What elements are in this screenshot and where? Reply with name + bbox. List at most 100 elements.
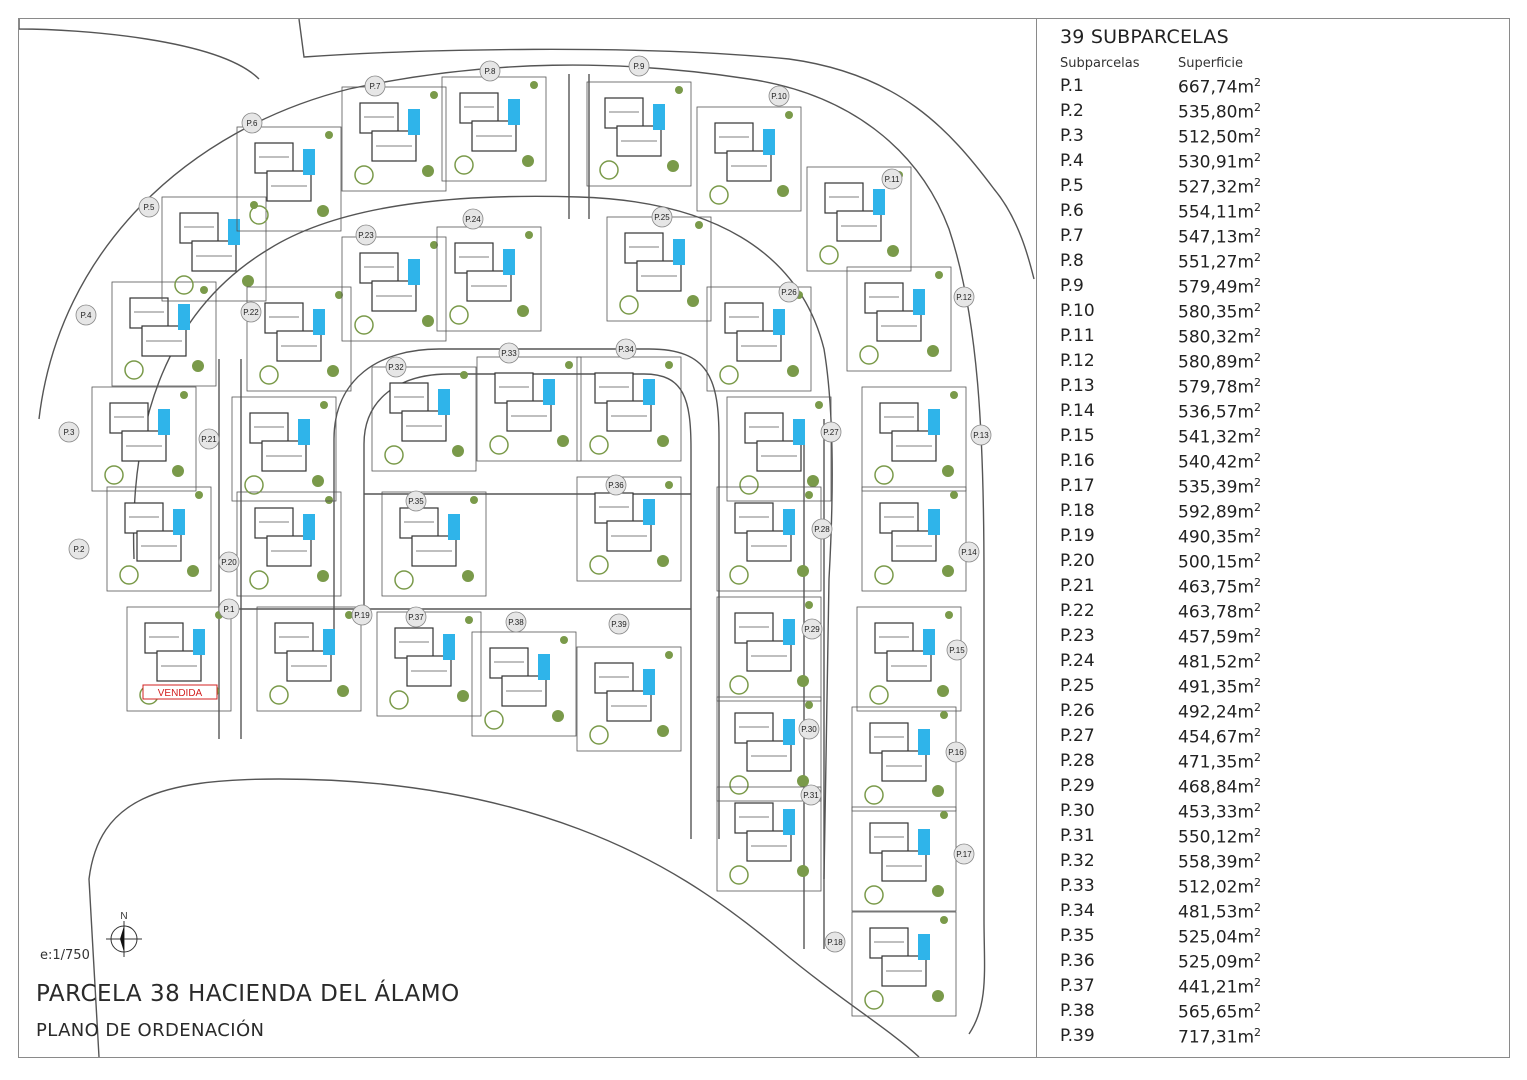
area-unit-exponent: 2 (1254, 126, 1262, 139)
plot-id: P.30 (1060, 801, 1095, 821)
area-unit: m (1237, 577, 1255, 598)
plot-tag-label: P.1 (224, 605, 236, 614)
plot-p2 (106, 486, 212, 592)
plot-p26 (706, 286, 812, 392)
plot-id: P.29 (1060, 776, 1095, 796)
plot-tag: P.35 (405, 490, 427, 512)
plot-area-value: 547,13 (1178, 227, 1238, 248)
area-unit: m (1237, 1027, 1255, 1048)
area-unit-exponent: 2 (1254, 226, 1262, 239)
area-unit: m (1237, 927, 1255, 948)
plot-tag: P.1 (218, 598, 240, 620)
plot-tag-label: P.24 (465, 215, 481, 224)
plot-tag-label: P.3 (64, 428, 76, 437)
plot-tag: P.18 (824, 931, 846, 953)
area-unit: m (1237, 227, 1255, 248)
plot-id: P.5 (1060, 176, 1084, 196)
plot-area-value: 536,57 (1178, 402, 1238, 423)
plot-tag: P.33 (498, 342, 520, 364)
plot-tag: P.13 (970, 424, 992, 446)
plot-p30 (716, 696, 822, 802)
plot-area-value: 558,39 (1178, 852, 1238, 873)
plot-area: 441,21m2 (1178, 976, 1261, 998)
plot-area: 481,52m2 (1178, 651, 1261, 673)
plot-area: 536,57m2 (1178, 401, 1261, 423)
area-unit-exponent: 2 (1254, 676, 1262, 689)
area-unit-exponent: 2 (1254, 601, 1262, 614)
plot-id: P.12 (1060, 351, 1095, 371)
area-unit-exponent: 2 (1254, 326, 1262, 339)
plot-id: P.25 (1060, 676, 1095, 696)
area-unit-exponent: 2 (1254, 876, 1262, 889)
plot-p35 (381, 491, 487, 597)
plot-tag-label: P.23 (358, 231, 374, 240)
area-unit: m (1237, 252, 1255, 273)
plot-area: 541,32m2 (1178, 426, 1261, 448)
area-unit: m (1237, 752, 1255, 773)
area-unit-exponent: 2 (1254, 251, 1262, 264)
plot-tag-label: P.28 (814, 525, 830, 534)
plot-area-value: 535,39 (1178, 477, 1238, 498)
area-unit: m (1237, 727, 1255, 748)
sold-marker: VENDIDA (142, 684, 218, 700)
plot-tag-label: P.13 (973, 431, 989, 440)
plot-tag: P.21 (198, 428, 220, 450)
plot-area: 527,32m2 (1178, 176, 1261, 198)
plot-area-value: 579,49 (1178, 277, 1238, 298)
plot-area: 481,53m2 (1178, 901, 1261, 923)
plot-p19 (256, 606, 362, 712)
area-unit: m (1237, 477, 1255, 498)
plot-tag-label: P.9 (634, 62, 646, 71)
area-unit-exponent: 2 (1254, 1001, 1262, 1014)
plot-area: 512,50m2 (1178, 126, 1261, 148)
north-label: N (120, 911, 127, 922)
plot-tag: P.9 (628, 55, 650, 77)
area-unit: m (1237, 102, 1255, 123)
area-unit: m (1237, 627, 1255, 648)
plot-id: P.2 (1060, 101, 1084, 121)
plot-tags: P.1P.2P.3P.4P.5P.6P.7P.8P.9P.10P.11P.12P… (58, 55, 992, 953)
area-unit: m (1237, 952, 1255, 973)
plot-area: 580,35m2 (1178, 301, 1261, 323)
plot-tag: P.26 (778, 281, 800, 303)
plot-tag-label: P.8 (485, 67, 497, 76)
area-unit: m (1237, 277, 1255, 298)
area-unit: m (1237, 802, 1255, 823)
inner-loop (333, 348, 720, 839)
plot-tag-label: P.21 (201, 435, 217, 444)
plot-id: P.39 (1060, 1026, 1095, 1046)
plot-id: P.9 (1060, 276, 1084, 296)
plot-area: 554,11m2 (1178, 201, 1261, 223)
area-unit-exponent: 2 (1254, 626, 1262, 639)
plot-tag: P.20 (218, 551, 240, 573)
plot-tag-label: P.36 (608, 481, 624, 490)
area-unit: m (1237, 652, 1255, 673)
table-title: 39 SUBPARCELAS (1060, 26, 1229, 48)
plot-p8 (441, 76, 547, 182)
plot-area: 492,24m2 (1178, 701, 1261, 723)
south-west-road (88, 778, 920, 1057)
plot-id: P.33 (1060, 876, 1095, 896)
area-unit: m (1237, 177, 1255, 198)
plot-area-value: 512,02 (1178, 877, 1238, 898)
plot-p16 (851, 706, 957, 812)
plot-area-value: 525,09 (1178, 952, 1238, 973)
area-unit-exponent: 2 (1254, 526, 1262, 539)
plot-tag-label: P.19 (354, 611, 370, 620)
plot-area-value: 580,32 (1178, 327, 1238, 348)
frame-divider (1036, 18, 1037, 1058)
plot-id: P.35 (1060, 926, 1095, 946)
area-unit-exponent: 2 (1254, 201, 1262, 214)
plot-id: P.37 (1060, 976, 1095, 996)
plot-p13 (861, 386, 967, 492)
plot-area-value: 471,35 (1178, 752, 1238, 773)
